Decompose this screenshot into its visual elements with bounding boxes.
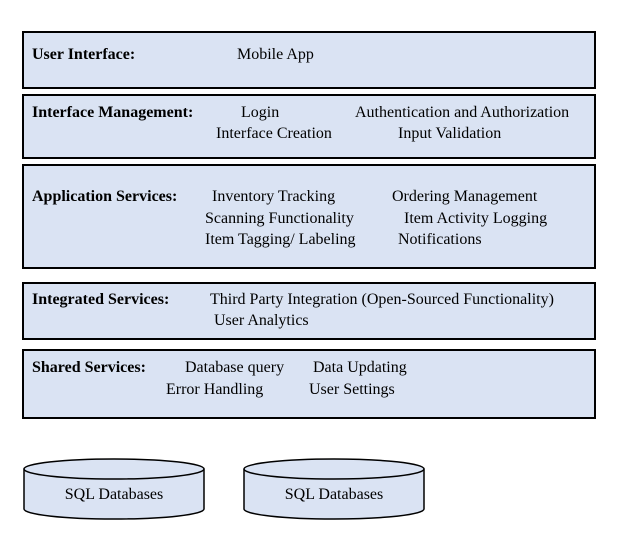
item-inventory-tracking: Inventory Tracking (212, 188, 336, 205)
database-label-2: SQL Databases (284, 486, 384, 503)
item-user-settings: User Settings (309, 381, 395, 398)
item-mobile-app: Mobile App (237, 46, 314, 63)
item-login: Login (241, 104, 280, 121)
layer-interface-management: Interface Management: Login Authenticati… (22, 94, 596, 159)
item-ordering-management: Ordering Management (392, 188, 538, 205)
layer-title-interface-management: Interface Management: (32, 104, 194, 121)
layer-shared-services: Shared Services: Database query Data Upd… (22, 349, 596, 419)
item-authentication-authorization: Authentication and Authorization (355, 104, 570, 121)
layer-integrated-services: Integrated Services: Third Party Integra… (22, 282, 596, 340)
layer-title-integrated-services: Integrated Services: (32, 291, 170, 308)
item-tagging-labeling: Item Tagging/ Labeling (205, 231, 356, 248)
item-scanning-functionality: Scanning Functionality (205, 210, 354, 227)
item-notifications: Notifications (398, 231, 482, 248)
layer-user-interface: User Interface: Mobile App (22, 31, 596, 89)
layer-title-user-interface: User Interface: (32, 46, 136, 63)
item-user-analytics: User Analytics (214, 312, 309, 329)
item-data-updating: Data Updating (313, 359, 407, 376)
layer-application-services: Application Services: Inventory Tracking… (22, 164, 596, 269)
item-interface-creation: Interface Creation (216, 125, 332, 142)
item-third-party-integration: Third Party Integration (Open-Sourced Fu… (210, 291, 554, 308)
item-database-query: Database query (185, 359, 285, 376)
item-input-validation: Input Validation (398, 125, 502, 142)
database-cylinder-1 (23, 458, 205, 520)
layer-title-application-services: Application Services: (32, 188, 178, 205)
layer-title-shared-services: Shared Services: (32, 359, 146, 376)
database-cylinder-2 (243, 458, 425, 520)
item-error-handling: Error Handling (166, 381, 264, 398)
database-label-1: SQL Databases (64, 486, 164, 503)
item-activity-logging: Item Activity Logging (404, 210, 548, 227)
